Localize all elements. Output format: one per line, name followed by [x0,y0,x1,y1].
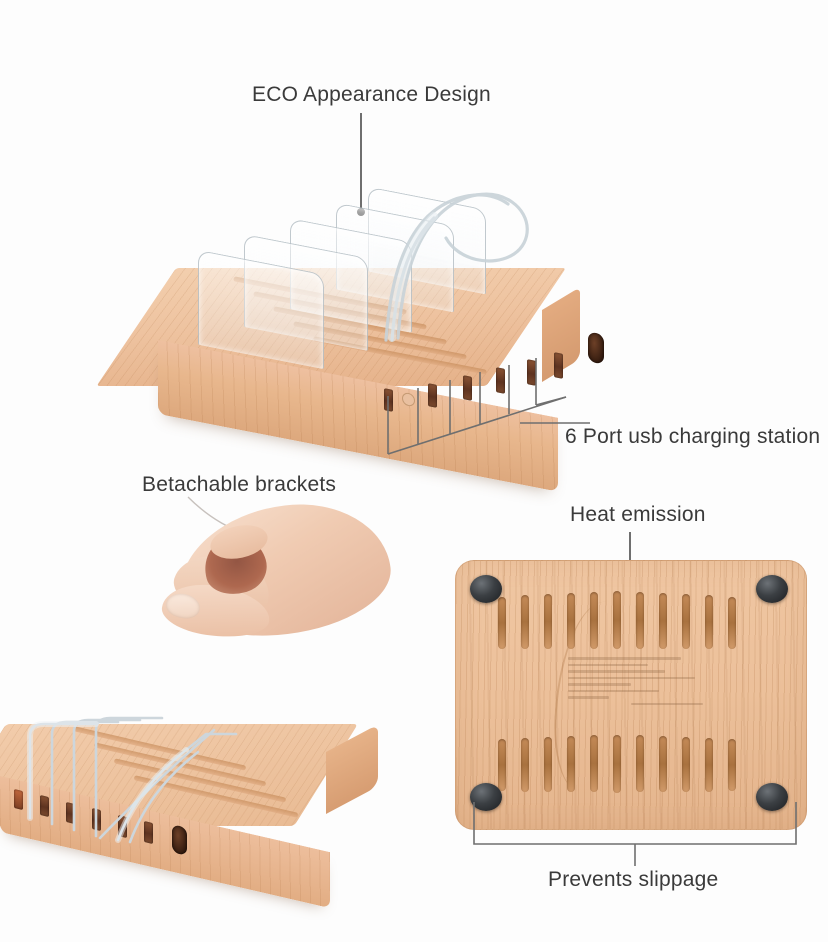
vent-slot [590,592,598,649]
vent-slot [544,594,552,649]
vent-slot [544,737,552,792]
vent-slot [659,593,667,649]
unit-with-brackets-image [0,690,400,909]
vent-slot [521,595,529,649]
dc-power-jack [588,331,604,365]
vent-slot [682,737,690,792]
callout-label-slippage: Prevents slippage [548,868,719,891]
vent-slot [659,736,667,792]
vent-slot [613,735,621,793]
underside-view [455,560,807,830]
rubber-foot [470,575,502,603]
vent-slot [498,597,506,649]
printed-spec-plate [568,657,706,723]
vent-slot [498,739,506,791]
vent-slot [613,591,621,649]
vent-slot [682,594,690,649]
rubber-foot [756,783,788,811]
leader-line-eco [360,113,362,213]
vent-slot [636,592,644,649]
vent-slot [567,736,575,792]
rubber-foot [756,575,788,603]
vent-slot [521,738,529,792]
unit-acrylic-brackets [27,716,238,844]
leader-lines-usb-ports [387,358,590,455]
vent-slot [567,593,575,649]
hand-photo [159,493,418,693]
callout-label-heat: Heat emission [570,503,706,526]
vent-slot [705,595,713,649]
vent-slot [728,739,736,791]
vent-slot [636,735,644,792]
vent-slot [728,597,736,649]
rubber-foot [470,783,502,811]
callout-label-eco: ECO Appearance Design [252,83,491,106]
callout-label-ports: 6 Port usb charging station [565,425,821,448]
vent-slot [705,738,713,792]
callout-label-brackets: Betachable brackets [142,473,337,496]
leader-lines-slippage [473,802,797,866]
vent-slot [590,735,598,792]
